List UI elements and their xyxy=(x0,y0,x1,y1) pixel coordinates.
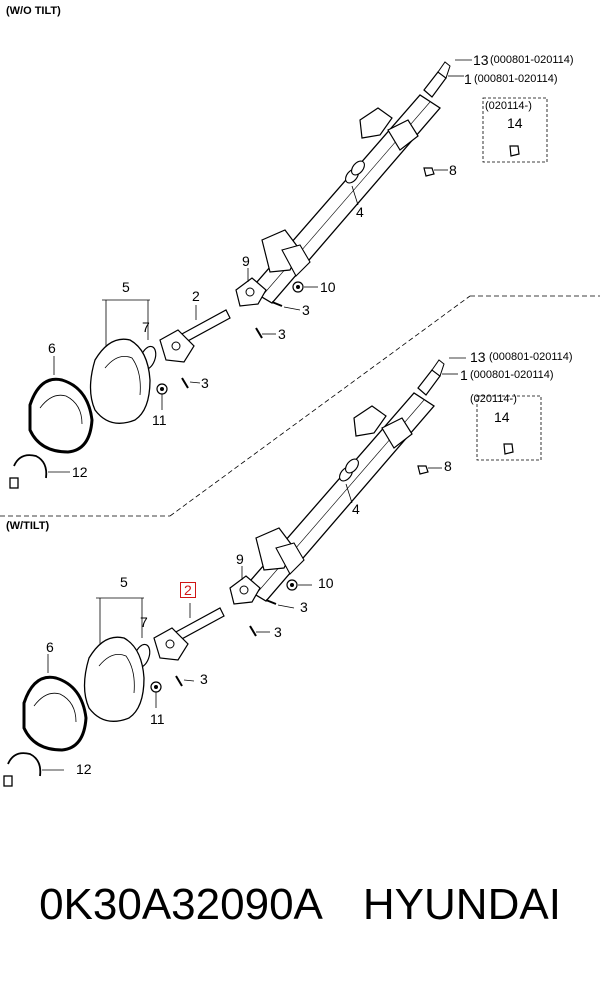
date-note-14-bottom: (020114-) xyxy=(470,393,517,405)
callout-12-top: 12 xyxy=(72,464,88,480)
callout-14-bottom: 14 xyxy=(494,409,510,425)
callout-2-bottom-highlighted: 2 xyxy=(180,582,196,598)
callout-4-bottom: 4 xyxy=(352,501,360,517)
date-note-14-top: (020114-) xyxy=(485,100,532,112)
callout-4-top: 4 xyxy=(356,204,364,220)
callout-5-top: 5 xyxy=(122,279,130,295)
callout-13-bottom: 13 xyxy=(470,349,486,365)
callout-10-bottom: 10 xyxy=(318,575,334,591)
part-caption: 0K30A32090A HYUNDAI xyxy=(0,880,600,930)
date-note-13-bottom: (000801-020114) xyxy=(489,351,573,363)
callout-13-top: 13 xyxy=(473,52,489,68)
section-label-without-tilt: (W/O TILT) xyxy=(6,5,61,17)
callout-6-bottom: 6 xyxy=(46,639,54,655)
callout-3-bottom-c: 3 xyxy=(200,671,208,687)
callout-3-bottom-a: 3 xyxy=(300,599,308,615)
callout-6-top: 6 xyxy=(48,340,56,356)
date-note-13-top: (000801-020114) xyxy=(490,54,574,66)
callout-1-top: 1 xyxy=(464,71,472,87)
callout-8-bottom: 8 xyxy=(444,458,452,474)
callout-11-bottom: 11 xyxy=(150,711,165,727)
callout-7-top: 7 xyxy=(142,319,150,335)
section-label-with-tilt: (W/TILT) xyxy=(6,520,50,532)
callout-9-top: 9 xyxy=(242,253,250,269)
callout-10-top: 10 xyxy=(320,279,336,295)
section-divider xyxy=(169,295,471,517)
date-note-1-top: (000801-020114) xyxy=(474,73,558,85)
top-assembly-without-tilt xyxy=(8,58,549,490)
date-note-1-bottom: (000801-020114) xyxy=(470,369,554,381)
callout-3-top-c: 3 xyxy=(201,375,209,391)
callout-9-bottom: 9 xyxy=(236,551,244,567)
callout-12-bottom: 12 xyxy=(76,761,92,777)
callout-8-top: 8 xyxy=(449,162,457,178)
callout-3-bottom-b: 3 xyxy=(274,624,282,640)
callout-14-top: 14 xyxy=(507,115,523,131)
brand-name: HYUNDAI xyxy=(362,880,561,929)
callout-1-bottom: 1 xyxy=(460,367,468,383)
callout-7-bottom: 7 xyxy=(140,614,148,630)
callout-3-top-b: 3 xyxy=(278,326,286,342)
callout-2-top: 2 xyxy=(192,288,200,304)
callout-3-top-a: 3 xyxy=(302,302,310,318)
part-number: 0K30A32090A xyxy=(39,880,323,929)
callout-5-bottom: 5 xyxy=(120,574,128,590)
callout-11-top: 11 xyxy=(152,412,167,428)
